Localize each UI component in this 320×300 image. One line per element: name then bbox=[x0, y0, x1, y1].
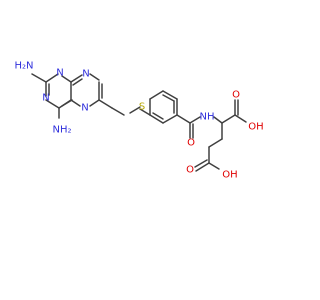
pyrazine-ring-bonds bbox=[70, 73, 141, 116]
bond bbox=[61, 99, 73, 107]
bond bbox=[195, 162, 210, 172]
atom-label-n: N bbox=[81, 103, 88, 114]
benzene-ring-bonds bbox=[139, 90, 191, 124]
bond bbox=[129, 106, 141, 114]
atom-label-nh2: H₂N bbox=[14, 61, 33, 72]
molecule-structure-diagram: H₂N N N N N NH₂ S NH O O OH O OH bbox=[14, 60, 264, 181]
bond bbox=[149, 90, 164, 100]
bond bbox=[72, 78, 83, 86]
bond bbox=[89, 73, 100, 81]
bond bbox=[162, 90, 178, 100]
bond bbox=[111, 107, 125, 116]
bond bbox=[61, 75, 72, 83]
bond bbox=[213, 116, 223, 124]
bond bbox=[162, 114, 178, 124]
atom-label-s: S bbox=[139, 102, 145, 113]
bond bbox=[194, 159, 208, 168]
atom-labels: H₂N N N N N NH₂ S NH O O OH O OH bbox=[14, 61, 263, 181]
atom-label-o: O bbox=[232, 90, 240, 101]
atom-label-n: N bbox=[82, 69, 89, 80]
bond bbox=[208, 162, 220, 170]
bond bbox=[45, 73, 59, 83]
molecule-svg: H₂N N N N N NH₂ S NH O O OH O OH bbox=[14, 61, 263, 181]
bond bbox=[31, 73, 47, 83]
bond bbox=[176, 114, 191, 124]
bond bbox=[70, 74, 83, 83]
bond bbox=[70, 99, 81, 107]
bond bbox=[89, 99, 100, 107]
bond bbox=[221, 114, 236, 124]
bond bbox=[162, 94, 175, 102]
bond bbox=[208, 138, 223, 148]
atom-label-nh2: NH₂ bbox=[52, 125, 71, 136]
atom-label-o: O bbox=[186, 165, 194, 176]
bond bbox=[139, 108, 151, 116]
chain-bonds bbox=[189, 99, 247, 172]
pyrimidine-ring-bonds bbox=[31, 73, 73, 119]
atom-label-o: O bbox=[187, 138, 195, 149]
atom-label-n: N bbox=[56, 68, 63, 79]
bond bbox=[98, 99, 113, 109]
bond bbox=[149, 114, 164, 124]
atom-label-oh: OH bbox=[222, 170, 237, 181]
atom-label-nh: NH bbox=[200, 112, 215, 123]
bond bbox=[152, 112, 164, 120]
atom-label-n: N bbox=[42, 93, 49, 104]
bond bbox=[189, 116, 201, 124]
bond bbox=[234, 114, 247, 123]
bond bbox=[45, 99, 60, 109]
atom-label-oh: OH bbox=[248, 122, 263, 133]
